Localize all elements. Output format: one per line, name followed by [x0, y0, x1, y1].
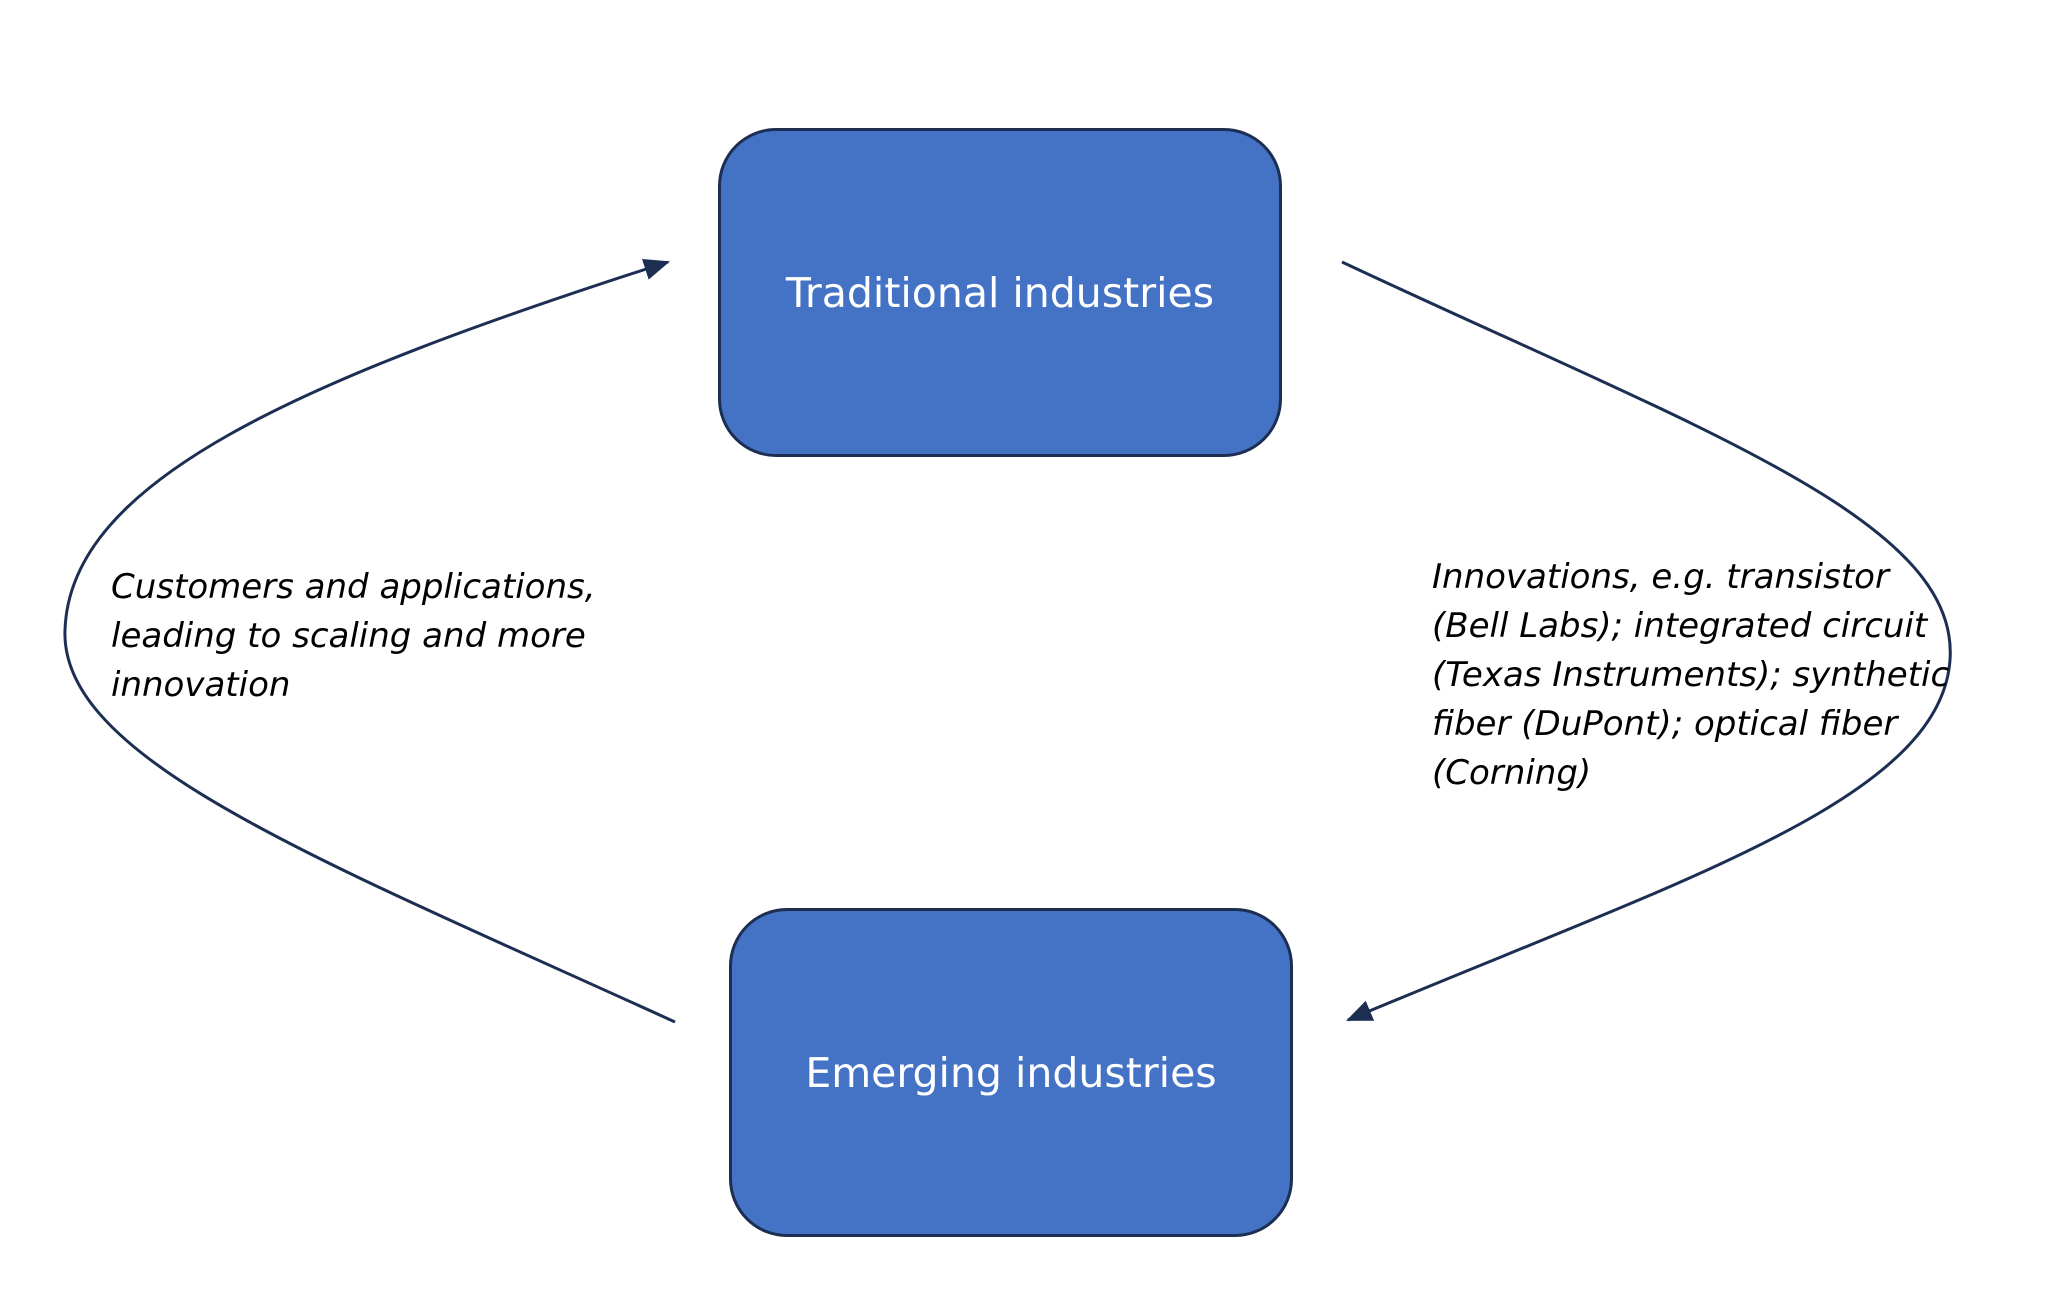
arrow-emerging-to-traditional: [63, 258, 676, 1024]
label-line: (Bell Labs); integrated circuit: [1432, 606, 1928, 646]
label-line: innovation: [111, 665, 291, 705]
label-line: Innovations, e.g. transistor: [1432, 557, 1889, 597]
arrow-traditional-to-emerging: [1341, 260, 1952, 1022]
label-line: (Texas Instruments); synthetic: [1432, 655, 1950, 695]
label-line: Customers and applications,: [111, 567, 596, 607]
traditional-industries-box: Traditional industries: [718, 128, 1282, 457]
customers-applications-label: Customers and applications, leading to s…: [111, 563, 596, 710]
label-line: leading to scaling and more: [111, 616, 586, 656]
label-line: (Corning): [1432, 753, 1592, 793]
traditional-industries-label: Traditional industries: [785, 268, 1215, 317]
emerging-industries-box: Emerging industries: [729, 908, 1293, 1237]
innovations-label: Innovations, e.g. transistor (Bell Labs)…: [1432, 553, 1949, 798]
emerging-industries-label: Emerging industries: [805, 1048, 1217, 1097]
label-line: fiber (DuPont); optical fiber: [1432, 704, 1898, 744]
